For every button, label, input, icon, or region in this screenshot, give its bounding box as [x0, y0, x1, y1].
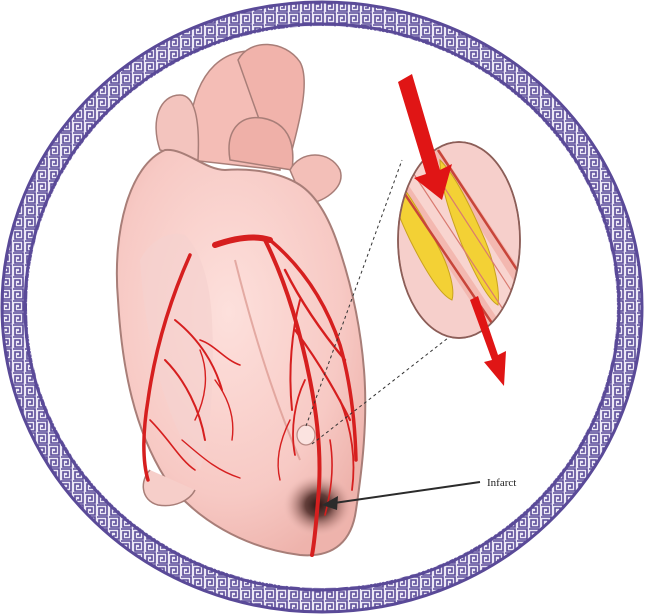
- infarct-label: Infarct: [487, 477, 516, 489]
- occlusion-site: [297, 425, 315, 445]
